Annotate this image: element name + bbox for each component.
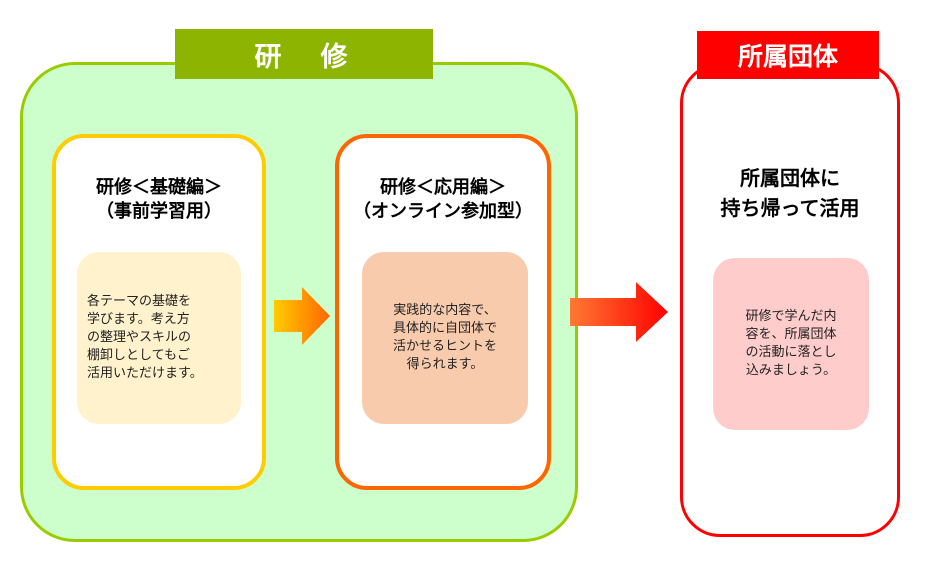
basic-note-line: 活用いただけます。 xyxy=(87,366,203,381)
applied-note-line: 具体的に自団体で xyxy=(392,321,497,336)
org-note-line: 研修で学んだ内 xyxy=(745,309,837,324)
organization-note: 研修で学んだ内 容を、所属団体 の活動に落とし 込みましょう。 xyxy=(713,258,869,430)
applied-training-title: 研修＜応用編＞ （オンライン参加型） xyxy=(335,176,551,224)
applied-note-line: 実践的な内容で、 xyxy=(393,303,497,318)
org-note-line: の活動に落とし xyxy=(745,345,837,360)
applied-note-line: 得られます。 xyxy=(406,357,484,372)
arrow-right-icon xyxy=(570,282,668,342)
basic-note-line: 学びます。考え方 xyxy=(87,312,190,327)
basic-note-line: の整理やスキルの xyxy=(87,330,192,345)
applied-note-line: 活かせるヒントを xyxy=(392,339,497,354)
org-note-line: 容を、所属団体 xyxy=(745,327,837,342)
training-header: 研 修 xyxy=(175,29,433,79)
org-note-line: 込みましょう。 xyxy=(745,363,837,378)
applied-title-line2: （オンライン参加型） xyxy=(353,201,533,222)
organization-title: 所属団体に 持ち帰って活用 xyxy=(680,163,900,223)
applied-training-note: 実践的な内容で、 具体的に自団体で 活かせるヒントを 得られます。 xyxy=(362,252,528,424)
arrow-right-icon xyxy=(274,287,330,345)
applied-title-line1: 研修＜応用編＞ xyxy=(380,177,506,198)
basic-title-line1: 研修＜基礎編＞ xyxy=(96,177,222,198)
org-title-line1: 所属団体に xyxy=(740,166,840,190)
basic-note-line: 各テーマの基礎を xyxy=(87,294,192,309)
basic-title-line2: （事前学習用） xyxy=(96,201,222,222)
basic-note-line: 棚卸しとしてもご xyxy=(87,348,190,363)
basic-training-title: 研修＜基礎編＞ （事前学習用） xyxy=(52,176,266,224)
organization-header: 所属団体 xyxy=(697,31,879,79)
org-title-line2: 持ち帰って活用 xyxy=(720,196,860,220)
basic-training-note: 各テーマの基礎を 学びます。考え方 の整理やスキルの 棚卸しとしてもご 活用いた… xyxy=(77,252,241,424)
